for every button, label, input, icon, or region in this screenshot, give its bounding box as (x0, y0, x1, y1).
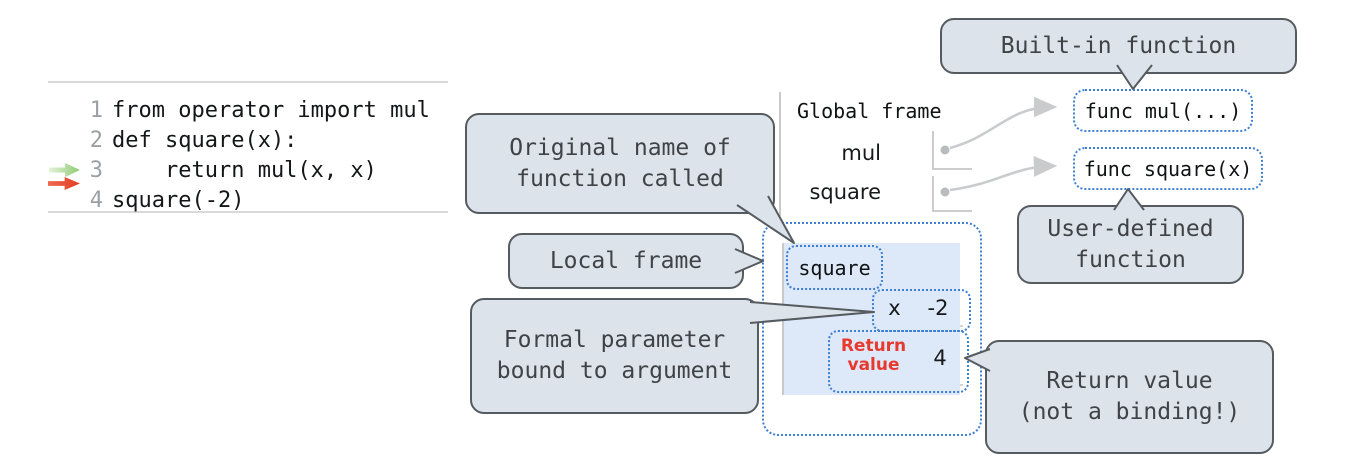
just-executed-arrow-icon (49, 163, 80, 177)
next-line-arrow-icon (48, 177, 80, 190)
global-var-mul: mul (841, 141, 881, 165)
callout-text: Local frame (549, 247, 703, 274)
line-number: 1 (89, 97, 103, 123)
param-name: x (888, 296, 901, 320)
callout-user-defined-function: User-defined function (1017, 205, 1244, 284)
callout-original-name: Original name of function called (465, 113, 775, 214)
callout-text: User-defined function (1047, 215, 1214, 273)
code-text: return mul(x, x) (112, 157, 377, 183)
callout-text: Original name of function called (509, 134, 731, 192)
func-mul-label: func mul(...) (1084, 98, 1242, 123)
return-value: 4 (933, 346, 947, 370)
local-frame-outer-highlight (762, 222, 982, 436)
line-number: 2 (89, 127, 103, 153)
code-text: def square(x): (112, 127, 298, 153)
callout-text: Built-in function (1000, 32, 1237, 59)
callout-formal-parameter: Formal parameter bound to argument (470, 298, 759, 414)
callout-built-in-function: Built-in function (940, 18, 1297, 74)
line-number: 4 (89, 187, 103, 213)
callout-text: Formal parameter bound to argument (496, 327, 733, 384)
global-frame-title: Global frame (797, 99, 942, 123)
code-panel-bottom-border (48, 211, 448, 213)
callout-text: Return value (not a binding!) (1018, 368, 1241, 425)
local-frame-name-box: square (786, 245, 883, 290)
code-line: 4 square(-2) (30, 185, 245, 215)
callout-local-frame: Local frame (508, 233, 744, 289)
global-var-square: square (809, 180, 881, 204)
line-number: 3 (89, 157, 103, 183)
code-panel-top-border (48, 81, 448, 83)
code-line: 2 def square(x): (30, 125, 298, 155)
square-pointer-arrow (949, 156, 1058, 192)
callout-return-value: Return value (not a binding!) (985, 340, 1274, 454)
return-value-label: Return value (840, 336, 907, 375)
func-mul-object: func mul(...) (1073, 89, 1253, 132)
mul-pointer-arrow (949, 96, 1058, 150)
code-line: 3 return mul(x, x) (30, 155, 377, 185)
code-text: from operator import mul (112, 97, 430, 123)
code-text: square(-2) (112, 187, 245, 213)
func-square-label: func square(x) (1083, 156, 1253, 181)
local-frame-name: square (798, 255, 871, 280)
func-square-object: func square(x) (1073, 147, 1263, 190)
square-pointer-dot (940, 187, 950, 197)
mul-pointer-dot (940, 145, 950, 155)
param-value: -2 (927, 296, 949, 320)
code-line: 1 from operator import mul (30, 95, 430, 125)
